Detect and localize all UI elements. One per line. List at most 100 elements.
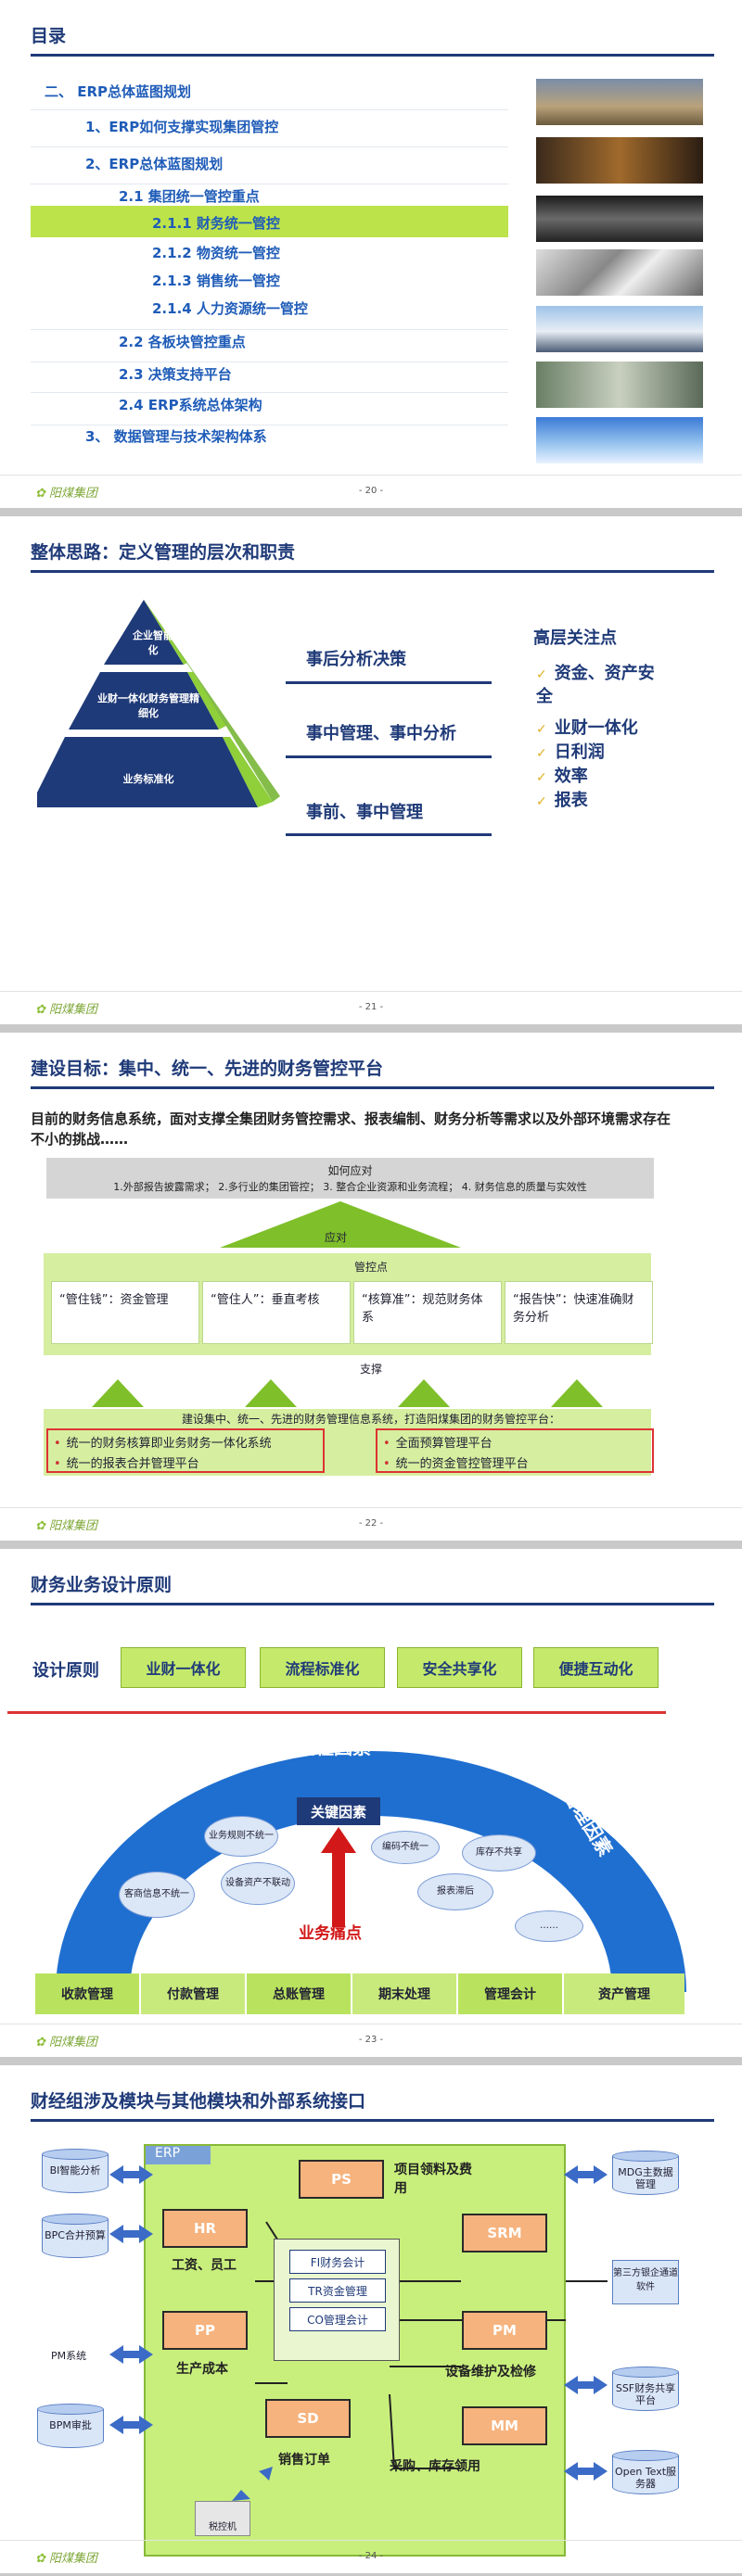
divider <box>31 109 508 110</box>
toc-item[interactable]: 2.3 决策支持平台 <box>119 364 232 384</box>
key-factor-box: 关键因素 <box>297 1797 380 1825</box>
platform-text: 建设集中、统一、先进的财务管理信息系统，打造阳煤集团的财务管控平台： <box>0 1411 742 1427</box>
title-rule <box>31 1603 714 1605</box>
title-rule <box>31 54 714 57</box>
how-body: 1.外部报告披露需求； 2.多行业的集团管控； 3. 整合企业资源和业务流程； … <box>46 1179 654 1194</box>
pain-bubble: 报表滞后 <box>417 1873 493 1910</box>
control-box: “核算准”：规范财务体系 <box>353 1281 502 1344</box>
platform-bullet: 统一的报表合并管理平台 <box>54 1453 199 1471</box>
toc-item[interactable]: 2.2 各板块管控重点 <box>119 332 246 351</box>
pain-bubble: …… <box>515 1910 583 1942</box>
slide-title: 建设目标：集中、统一、先进的财务管控平台 <box>31 1055 383 1080</box>
toc-item[interactable]: 2、ERP总体蓝图规划 <box>85 154 223 173</box>
page-number: - 21 - <box>0 1002 742 1012</box>
interface-arrows <box>0 2065 742 2573</box>
focus-item: 资金、资产安全 <box>536 663 666 708</box>
divider <box>31 146 508 147</box>
control-box: “管住人”：垂直考核 <box>202 1281 351 1344</box>
chain-step: 期末处理 <box>352 1973 456 2014</box>
pain-arrow <box>321 1827 356 1929</box>
pain-bubble: 客商信息不统一 <box>119 1872 195 1918</box>
toc-item[interactable]: 2.1.4 人力资源统一管控 <box>152 298 308 318</box>
slide-title: 整体思路：定义管理的层次和职责 <box>31 539 295 564</box>
slide-goal: 建设目标：集中、统一、先进的财务管控平台 目前的财务信息系统，面对支撑全集团财务… <box>0 1033 742 1541</box>
chain-step: 收款管理 <box>35 1973 139 2014</box>
slide-footer: 阳煤集团 - 21 - <box>0 991 742 1024</box>
slide-layers: 整体思路：定义管理的层次和职责 企业智能化 业财一体化财务管理精细化 业务标准化… <box>0 516 742 1024</box>
focus-item: 日利润 <box>536 739 605 763</box>
principle-box: 业财一体化 <box>121 1647 246 1688</box>
focus-item: 报表 <box>536 787 588 811</box>
how-title: 如何应对 <box>46 1162 654 1178</box>
pyramid-label-top: 企业智能化 <box>130 628 176 657</box>
page-number: - 23 - <box>0 2035 742 2045</box>
toc-item[interactable]: 2.1.3 销售统一管控 <box>152 271 280 290</box>
toc-item[interactable]: 1、ERP如何支撑实现集团管控 <box>85 117 278 136</box>
slide-footer: 阳煤集团 - 23 - <box>0 2024 742 2057</box>
layer-rule <box>286 755 492 758</box>
slide-footer: 阳煤集团 - 22 - <box>0 1507 742 1541</box>
photo-furnace <box>536 137 703 184</box>
how-box: 如何应对 1.外部报告披露需求； 2.多行业的集团管控； 3. 整合企业资源和业… <box>46 1158 654 1199</box>
slide-principles: 财务业务设计原则 设计原则 业财一体化 流程标准化 安全共享化 便捷互动化 流程… <box>0 1549 742 2057</box>
layer-before: 事前、事中管理 <box>306 799 423 823</box>
photo-people <box>536 417 703 463</box>
chain-step: 资产管理 <box>564 1973 684 2014</box>
photo-trucks <box>536 306 703 352</box>
divider <box>31 392 508 393</box>
page-number: - 24 - <box>0 2551 742 2561</box>
toc-item[interactable]: 2.1 集团统一管控重点 <box>119 186 260 206</box>
toc-item[interactable]: 2.4 ERP系统总体架构 <box>119 395 262 414</box>
pain-bubble: 设备资产不联动 <box>221 1862 295 1905</box>
photo-coal <box>536 196 703 242</box>
pain-bubble: 库存不共享 <box>462 1834 536 1872</box>
toc-item[interactable]: 3、 数据管理与技术架构体系 <box>85 426 267 446</box>
page-number: - 20 - <box>0 486 742 496</box>
photo-factory <box>536 362 703 408</box>
control-title: 管控点 <box>0 1259 742 1275</box>
chain-step: 管理会计 <box>458 1973 562 2014</box>
toc-item[interactable]: 2.1.2 物资统一管控 <box>152 243 280 262</box>
chain-step: 总账管理 <box>247 1973 351 2014</box>
platform-bullet: 统一的资金管控管理平台 <box>383 1453 529 1471</box>
slide-title: 目录 <box>31 22 66 47</box>
red-rule <box>7 1711 666 1714</box>
factor-arc <box>37 1723 705 1992</box>
arc-top-label: 流程因素 <box>297 1732 371 1759</box>
slide-title: 财务业务设计原则 <box>31 1571 172 1596</box>
control-box: “报告快”：快速准确财务分析 <box>505 1281 653 1344</box>
slide-footer: 阳煤集团 - 20 - <box>0 475 742 508</box>
page-number: - 22 - <box>0 1518 742 1529</box>
focus-item: 业财一体化 <box>536 715 638 739</box>
platform-bullet: 全面预算管理平台 <box>383 1433 493 1451</box>
layer-after: 事后分析决策 <box>306 646 406 670</box>
focus-item: 效率 <box>536 763 588 787</box>
pain-bubble: 业务规则不统一 <box>204 1816 278 1857</box>
principle-label: 设计原则 <box>32 1657 99 1681</box>
support-label: 支撑 <box>0 1361 742 1377</box>
platform-bullet: 统一的财务核算即业务财务一体化系统 <box>54 1433 272 1451</box>
slide-interfaces: 财经组涉及模块与其他模块和外部系统接口 ERP FI财务会计 TR资金管理 CO… <box>0 2065 742 2573</box>
pain-label: 业务痛点 <box>299 1920 362 1943</box>
title-rule <box>31 1086 714 1089</box>
slide-footer: 阳煤集团 - 24 - <box>0 2540 742 2573</box>
pyramid-label-middle: 业财一体化财务管理精细化 <box>93 691 204 720</box>
photo-pipes <box>536 249 703 296</box>
principle-box: 安全共享化 <box>397 1647 522 1688</box>
chain-step: 付款管理 <box>141 1973 245 2014</box>
layer-rule <box>286 833 492 836</box>
pyramid-label-base: 业务标准化 <box>83 771 213 786</box>
pain-bubble: 编码不统一 <box>371 1831 440 1864</box>
focus-title: 高层关注点 <box>533 625 617 649</box>
respond-label: 应对 <box>325 1229 347 1245</box>
toc-item[interactable]: 二、 ERP总体蓝图规划 <box>45 82 191 101</box>
layer-during: 事中管理、事中分析 <box>306 720 456 744</box>
toc-item[interactable]: 2.1.1 财务统一管控 <box>152 213 280 233</box>
photo-mining <box>536 79 703 125</box>
principle-box: 便捷互动化 <box>533 1647 659 1688</box>
intro-text: 目前的财务信息系统，面对支撑全集团财务管控需求、报表编制、财务分析等需求以及外部… <box>31 1109 680 1149</box>
divider <box>31 329 508 330</box>
slide-toc: 目录 二、 ERP总体蓝图规划 1、ERP如何支撑实现集团管控 2、ERP总体蓝… <box>0 0 742 508</box>
title-rule <box>31 570 714 573</box>
control-box: “管住钱”：资金管理 <box>51 1281 199 1344</box>
